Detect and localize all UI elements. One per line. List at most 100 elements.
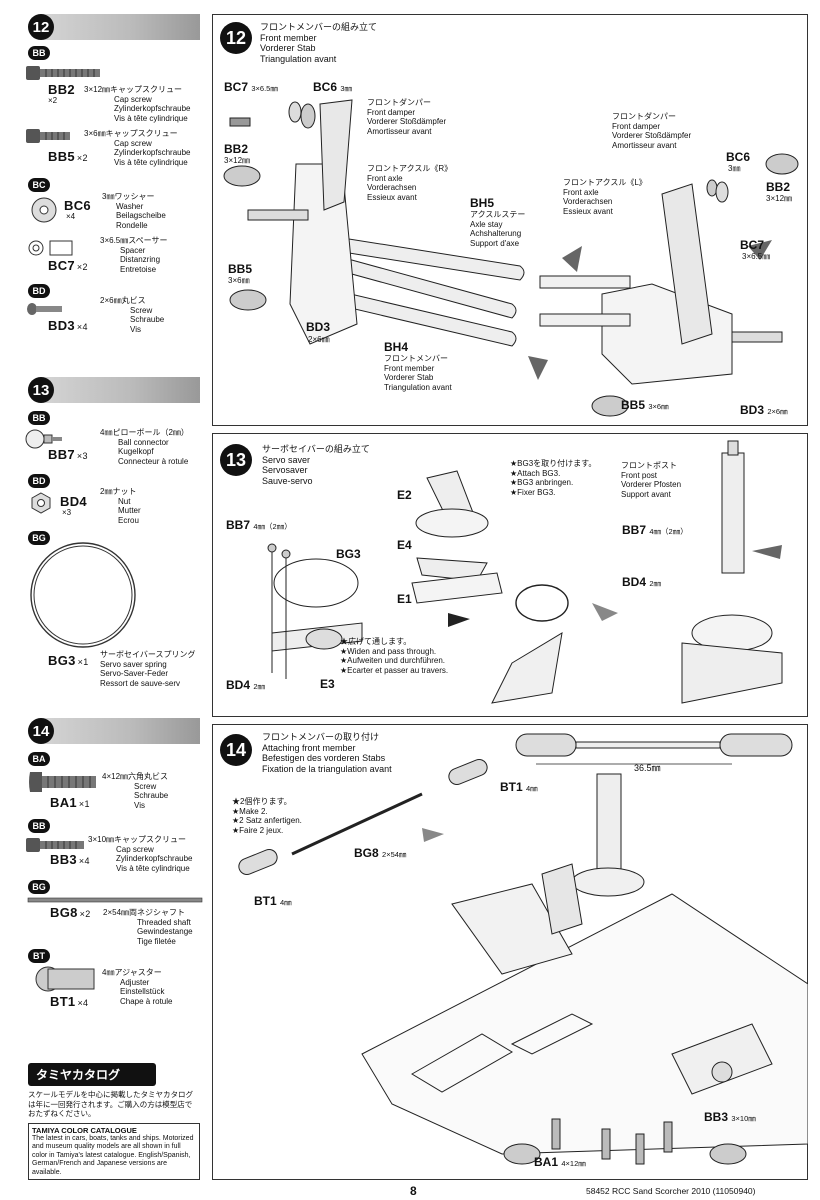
note-widen: ★広げて通します。★Widen and pass through.★Aufwei… xyxy=(340,637,449,675)
label-bd3-left-size: 2×6㎜ xyxy=(308,335,330,344)
part-qty-bd4: ×3 xyxy=(62,508,72,517)
label-bt1-left: BT1 4㎜ xyxy=(254,894,292,908)
category-bb-badge-14: BB xyxy=(28,819,50,833)
label-bc7-right-size: 3×6.5㎜ xyxy=(742,252,771,261)
part-desc-bb7: 4㎜ピローボール（2㎜） Ball connector Kugelkopf Co… xyxy=(100,428,189,466)
catalog-en-title: TAMIYA COLOR CATALOGUE xyxy=(32,1125,137,1135)
label-bc7-right: BC7 xyxy=(740,238,765,252)
label-ba1: BA1 4×12㎜ xyxy=(534,1155,586,1169)
part-code-bb3: BB3×4 xyxy=(50,852,90,867)
category-bb-badge-13: BB xyxy=(28,411,50,425)
part-desc-bg3: サーボセイバースプリング Servo saver spring Servo-Sa… xyxy=(100,650,196,688)
step-12-number: 12 xyxy=(28,14,54,40)
category-bg-badge-13: BG xyxy=(28,531,50,545)
part-qty-bb2: ×2 xyxy=(48,96,58,105)
part-desc-bc6: 3㎜ワッシャー Washer Beilagscheibe Rondelle xyxy=(102,192,166,230)
label-e2: E2 xyxy=(397,488,412,502)
part-desc-bd4: 2㎜ナット Nut Mutter Ecrou xyxy=(100,487,141,525)
catalog-en-box: TAMIYA COLOR CATALOGUE The latest in car… xyxy=(28,1122,200,1180)
label-bc6-left: BC6 3㎜ xyxy=(313,80,353,94)
label-bg3: BG3 xyxy=(336,547,361,561)
part-code-bc6: BC6 xyxy=(64,198,91,213)
label-bg8: BG8 2×54㎜ xyxy=(354,846,407,860)
part-desc-bb3: 3×10㎜キャップスクリュー Cap screw Zylinderkopfsch… xyxy=(88,835,193,873)
catalog-box: タミヤカタログ スケールモデルを中心に掲載したタミヤカタログは年に一回発行されま… xyxy=(28,1063,200,1180)
page-number: 8 xyxy=(410,1184,417,1198)
label-bh5: BH5 xyxy=(470,196,495,210)
servo-saver-spring-bg3-icon xyxy=(30,542,136,648)
category-ba-badge: BA xyxy=(28,752,50,766)
part-code-ba1: BA1×1 xyxy=(50,795,90,810)
category-bd-badge-13: BD xyxy=(28,474,50,488)
note-make-2: ★2個作ります。★Make 2.★2 Satz anfertigen.★Fair… xyxy=(232,797,302,835)
part-desc-bt1: 4㎜アジャスター Adjuster Einstellstück Chape à … xyxy=(102,968,173,1006)
label-bc6-right-size: 3㎜ xyxy=(728,164,741,173)
screw-ba1-icon xyxy=(29,772,96,792)
ball-connector-bb7-icon xyxy=(25,429,62,449)
label-bb2-left-size: 3×12㎜ xyxy=(224,156,251,165)
step-13-header: 13 xyxy=(28,377,200,403)
label-bb5-left-size: 3×6㎜ xyxy=(228,276,250,285)
step-14-number: 14 xyxy=(28,718,54,744)
category-bb-badge: BB xyxy=(28,46,50,60)
label-bb2-left: BB2 xyxy=(224,142,249,156)
label-bt1-top: BT1 4㎜ xyxy=(500,780,538,794)
label-dimension: 36.5㎜ xyxy=(634,763,661,773)
servo-saver-assembly-diagram xyxy=(267,440,783,704)
panel-12-number: 12 xyxy=(220,22,252,54)
nut-bd4-icon xyxy=(31,492,51,514)
step-13-number: 13 xyxy=(28,377,54,403)
label-bb7-left: BB7 4㎜（2㎜） xyxy=(226,518,292,532)
part-code-bc7: BC7×2 xyxy=(48,258,88,273)
part-desc-bd3: 2×6㎜丸ビス Screw Schraube Vis xyxy=(100,296,165,334)
part-code-bd4: BD4 xyxy=(60,494,87,509)
label-bd4-left: BD4 2㎜ xyxy=(226,678,266,692)
label-bb5-left: BB5 xyxy=(228,262,253,276)
step-12-header: 12 xyxy=(28,14,200,40)
panel-14-number: 14 xyxy=(220,734,252,766)
category-bd-badge: BD xyxy=(28,284,50,298)
label-bc6-right: BC6 xyxy=(726,150,751,164)
part-desc-bb2: 3×12㎜キャップスクリュー Cap screw Zylinderkopfsch… xyxy=(84,85,191,123)
part-desc-bg8: 2×54㎜両ネジシャフト Threaded shaft Gewindestang… xyxy=(103,908,193,946)
label-bd3-right: BD3 2×6㎜ xyxy=(740,403,788,417)
category-bg-badge-14: BG xyxy=(28,880,50,894)
label-e4: E4 xyxy=(397,538,412,552)
part-desc-ba1: 4×12㎜六角丸ビス Screw Schraube Vis xyxy=(102,772,169,810)
adjuster-bt1-icon xyxy=(35,966,95,992)
part-code-bt1: BT1×4 xyxy=(50,994,89,1009)
part-code-bb2: BB2 xyxy=(48,82,75,97)
label-bb2-right: BB2 xyxy=(766,180,791,194)
label-bb3: BB3 3×10㎜ xyxy=(704,1110,756,1124)
label-bh4: BH4 xyxy=(384,340,409,354)
screw-bd3-icon xyxy=(27,303,62,315)
category-bc-badge: BC xyxy=(28,178,50,192)
label-bb5-right: BB5 3×6㎜ xyxy=(621,398,669,412)
catalog-jp-text: スケールモデルを中心に掲載したタミヤカタログは年に一回発行されます。ご購入の方は… xyxy=(28,1090,193,1118)
footer-product-code: 58452 RCC Sand Scorcher 2010 (11050940) xyxy=(586,1186,756,1196)
front-member-attachment-diagram xyxy=(238,733,808,1165)
part-code-bg3: BG3×1 xyxy=(48,653,89,668)
part-code-bd3: BD3×4 xyxy=(48,318,88,333)
note-attach-bg3: ★BG3を取り付けます。★Attach BG3.★BG3 anbringen.★… xyxy=(510,459,597,497)
label-e1: E1 xyxy=(397,592,412,606)
screw-bb2-icon xyxy=(26,66,100,80)
category-bt-badge: BT xyxy=(28,949,50,963)
part-code-bb5: BB5×2 xyxy=(48,149,88,164)
label-e3: E3 xyxy=(320,677,335,691)
part-code-bb7: BB7×3 xyxy=(48,447,88,462)
threaded-shaft-bg8-icon xyxy=(27,897,203,903)
label-bb7-right: BB7 4㎜（2㎜） xyxy=(622,523,688,537)
part-desc-bb5: 3×6㎜キャップスクリュー Cap screw Zylinderkopfschr… xyxy=(84,129,191,167)
catalog-en-text: The latest in cars, boats, tanks and shi… xyxy=(32,1134,194,1176)
part-desc-bc7: 3×6.5㎜スペーサー Spacer Distanzring Entretois… xyxy=(100,236,168,274)
